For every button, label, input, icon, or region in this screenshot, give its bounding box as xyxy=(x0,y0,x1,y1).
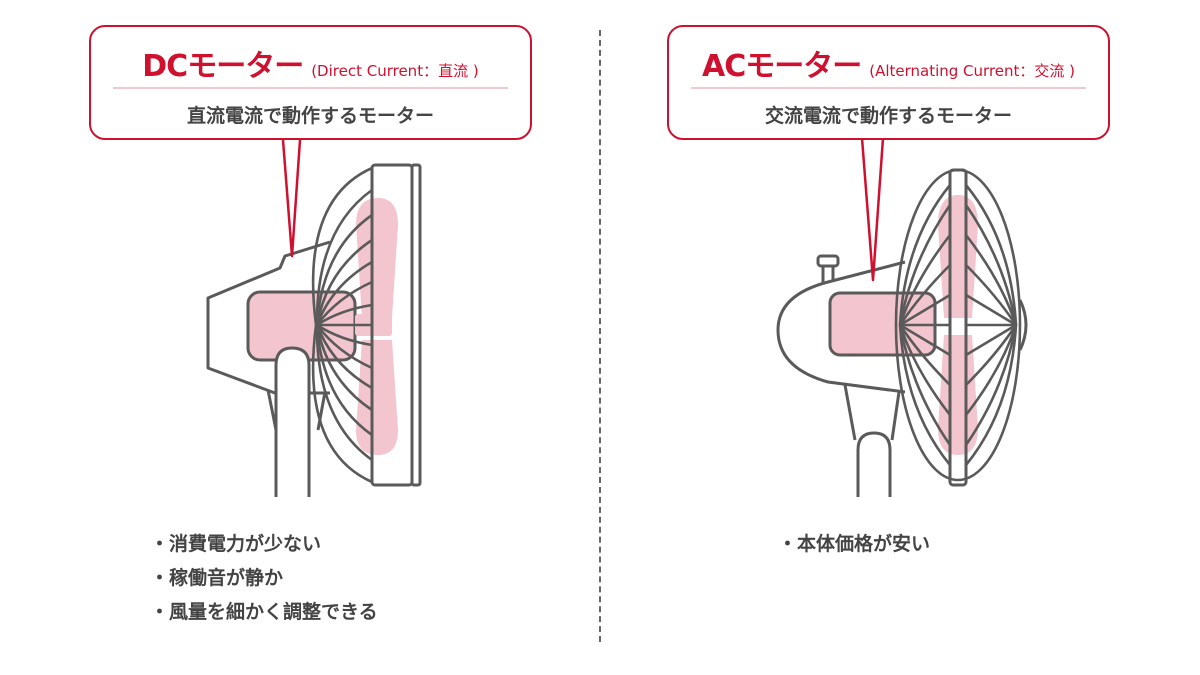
dc-subtitle: (Direct Current：直流 ) xyxy=(311,62,479,80)
dc-fan-grill xyxy=(311,166,373,484)
dc-feature-list: 消費電力が少ない 稼働音が静か 風量を細かく調整できる xyxy=(150,527,378,629)
ac-feature-item: 本体価格が安い xyxy=(778,527,930,561)
dc-callout-pointer xyxy=(281,139,302,258)
dc-fan-blade-bottom xyxy=(356,340,398,455)
ac-subtitle: (Alternating Current：交流 ) xyxy=(869,62,1076,80)
ac-fan-rim xyxy=(948,168,968,487)
dc-motor-callout: DCモーター (Direct Current：直流 ) 直流電流で動作するモーター xyxy=(89,25,532,140)
ac-feature-list: 本体価格が安い xyxy=(778,527,930,561)
ac-fan-stand xyxy=(856,431,892,497)
ac-callout-divider xyxy=(691,87,1086,89)
dc-fan-stand xyxy=(274,346,311,497)
dc-description: 直流電流で動作するモーター xyxy=(186,105,434,127)
ac-callout-pointer xyxy=(860,137,885,282)
dc-feature-item: 稼働音が静か xyxy=(150,561,378,595)
section-divider xyxy=(599,30,601,642)
ac-fan-blade-bottom xyxy=(938,335,978,455)
ac-title: ACモーター xyxy=(701,49,862,84)
dc-callout-divider xyxy=(113,87,508,89)
dc-feature-item: 風量を細かく調整できる xyxy=(150,595,378,629)
ac-fan-grill xyxy=(894,168,1022,482)
dc-fan-illustration xyxy=(206,139,422,497)
ac-motor-callout: ACモーター (Alternating Current：交流 ) 交流電流で動作す… xyxy=(667,25,1110,140)
dc-feature-item: 消費電力が少ない xyxy=(150,527,378,561)
ac-fan-front-cap xyxy=(1018,299,1028,351)
ac-fan-illustration xyxy=(776,137,1028,497)
dc-fan-blade-top xyxy=(356,198,398,318)
ac-fan-blade-top xyxy=(938,195,978,318)
ac-description: 交流電流で動作するモーター xyxy=(764,105,1012,127)
ac-fan-legs xyxy=(843,384,902,441)
dc-fan-rim-edge xyxy=(410,163,422,487)
dc-title: DCモーター xyxy=(142,49,304,84)
